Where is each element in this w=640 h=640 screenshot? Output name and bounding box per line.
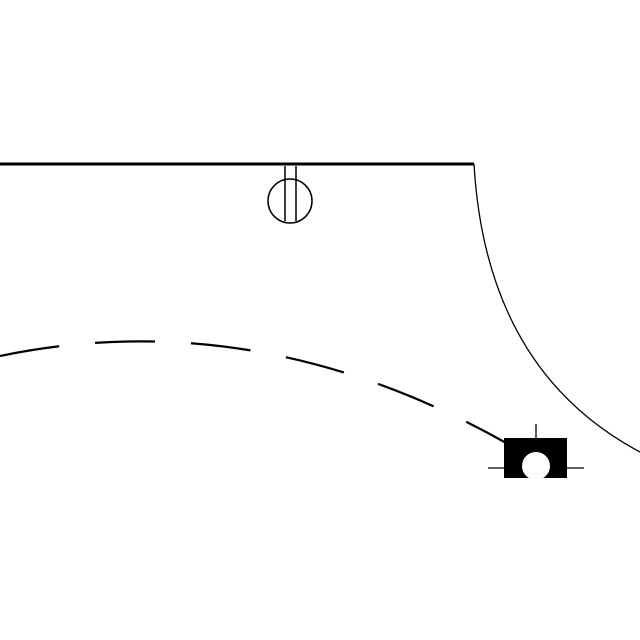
dashed-arc-path — [0, 340, 533, 459]
corner-fixture-icon — [488, 424, 584, 482]
door-swing-arc — [473, 163, 640, 453]
wall-fixture-icon — [267, 166, 313, 224]
